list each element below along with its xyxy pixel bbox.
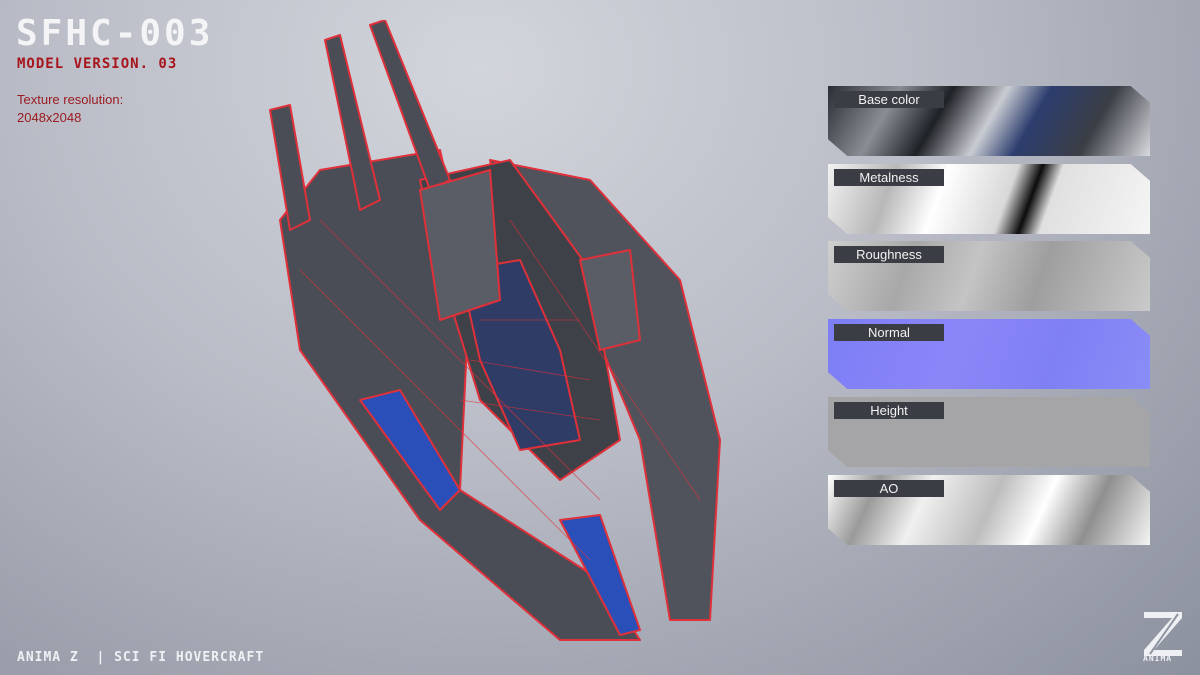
texture-resolution-label: Texture resolution: bbox=[17, 92, 124, 107]
height-map: Height bbox=[828, 397, 1150, 467]
base-color-map: Base color bbox=[828, 86, 1150, 156]
map-label: Base color bbox=[834, 91, 944, 108]
model-title: SFHC-003 bbox=[16, 13, 214, 54]
model-version: MODEL VERSION. 03 bbox=[17, 56, 178, 72]
footer-caption: ANIMA Z | SCI FI HOVERCRAFT bbox=[17, 650, 265, 665]
hovercraft-render bbox=[269, 20, 721, 641]
texture-resolution: Texture resolution: 2048x2048 bbox=[17, 91, 123, 127]
normal-map: Normal bbox=[828, 319, 1150, 389]
map-label: AO bbox=[834, 480, 944, 497]
metalness-map: Metalness bbox=[828, 164, 1150, 234]
texture-resolution-value: 2048x2048 bbox=[17, 110, 82, 125]
map-label: Normal bbox=[834, 324, 944, 341]
map-label: Metalness bbox=[834, 169, 944, 186]
anima-z-logo-icon bbox=[1144, 612, 1182, 656]
ao-map: AO bbox=[828, 475, 1150, 545]
logo-text: ANIMA bbox=[1143, 654, 1173, 663]
map-label: Height bbox=[834, 402, 944, 419]
map-label: Roughness bbox=[834, 246, 944, 263]
roughness-map: Roughness bbox=[828, 241, 1150, 311]
